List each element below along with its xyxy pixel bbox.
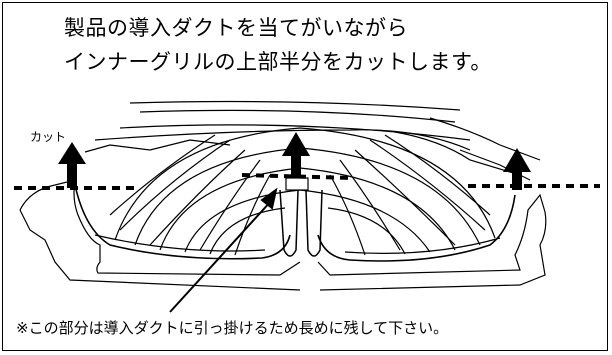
arrow-up-icon: [58, 142, 86, 188]
radial-line: [149, 149, 246, 246]
cut-label: カット: [30, 130, 67, 144]
grill-rim: [344, 237, 501, 254]
hood-line: [139, 109, 456, 123]
center-duct: [305, 189, 323, 257]
hood-line: [119, 124, 471, 141]
radial-line: [339, 159, 401, 251]
hood-line: [394, 131, 521, 176]
grill-rim: [317, 194, 516, 262]
radial-line: [354, 149, 456, 246]
radial-line: [199, 159, 261, 251]
dome-arc: [209, 207, 286, 255]
hood-line: [429, 117, 541, 161]
diagram-frame: [2, 2, 608, 351]
instruction-line-2: インナーグリルの上部半分をカットします。: [64, 50, 492, 74]
body-outline: [19, 209, 301, 291]
body-outline: [19, 179, 301, 276]
hood-line: [129, 100, 461, 111]
radial-line: [384, 134, 491, 216]
note-text: ※この部分は導入ダクトに引っ掛けるため長めに残して下さい。: [16, 319, 449, 337]
center-duct: [279, 189, 299, 257]
instruction-line-1: 製品の導入ダクトを当てがいながら: [64, 16, 408, 40]
body-outline: [317, 193, 547, 291]
hood-line: [94, 129, 471, 151]
arrow-up-icon: [282, 132, 310, 178]
radial-line: [234, 174, 271, 256]
dome-arc: [327, 207, 406, 255]
dome-arc: [114, 127, 496, 241]
radial-line: [109, 134, 216, 216]
hood-line: [84, 139, 231, 153]
radial-line: [119, 139, 231, 231]
arrow-up-icon: [503, 148, 531, 190]
pointer-arrow: [169, 187, 278, 313]
radial-line: [329, 174, 366, 256]
grill-rim: [74, 184, 291, 260]
radial-line: [369, 139, 486, 231]
center-duct-top: [285, 177, 309, 191]
